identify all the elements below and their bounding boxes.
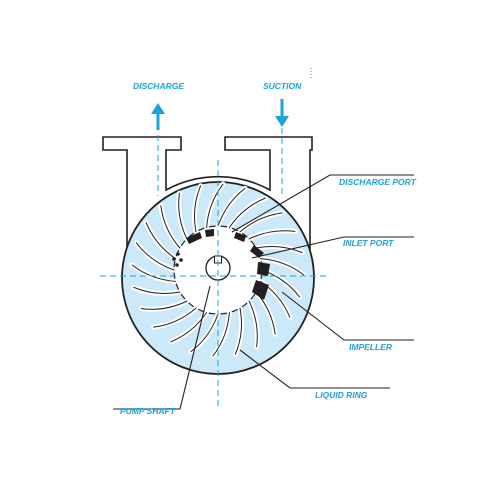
- impeller-blade: [153, 307, 197, 328]
- discharge-label: DISCHARGE: [133, 81, 184, 91]
- impeller-blade: [212, 312, 230, 357]
- impeller-blade: [255, 246, 303, 254]
- impeller-blade: [170, 312, 208, 343]
- impeller-blade: [248, 230, 296, 240]
- discharge-arrow-icon: [151, 103, 165, 130]
- impeller-label: IMPELLER: [349, 342, 393, 352]
- impeller-blade: [145, 222, 176, 260]
- discharge-port-label: DISCHARGE PORT: [339, 177, 417, 187]
- inlet-port: [234, 232, 270, 300]
- port-holes: [172, 252, 183, 267]
- leader-lines: [113, 174, 414, 410]
- impeller-blade: [160, 205, 181, 249]
- impeller-blade: [190, 313, 219, 353]
- impeller-blade: [140, 300, 188, 310]
- impeller-blade: [178, 192, 188, 240]
- impeller-blade: [217, 187, 246, 227]
- impeller-blade: [248, 300, 258, 348]
- impeller-blade: [135, 242, 175, 271]
- impeller-blade: [228, 197, 266, 228]
- suction-arrow-icon: [275, 99, 289, 127]
- impeller-blade: [239, 212, 283, 233]
- discharge-port: [186, 229, 214, 244]
- impeller-blade: [260, 258, 305, 276]
- impeller-blade: [194, 185, 202, 233]
- suction-label: SUCTION: [263, 81, 302, 91]
- impeller-blade: [133, 286, 181, 294]
- impeller-blade: [206, 183, 224, 228]
- center-lines: [100, 128, 326, 408]
- inlet-port-label: INLET PORT: [343, 238, 394, 248]
- pump-shaft-label: PUMP SHAFT: [120, 406, 176, 416]
- impeller-blade: [234, 307, 242, 355]
- liquid-ring-label: LIQUID RING: [315, 390, 368, 400]
